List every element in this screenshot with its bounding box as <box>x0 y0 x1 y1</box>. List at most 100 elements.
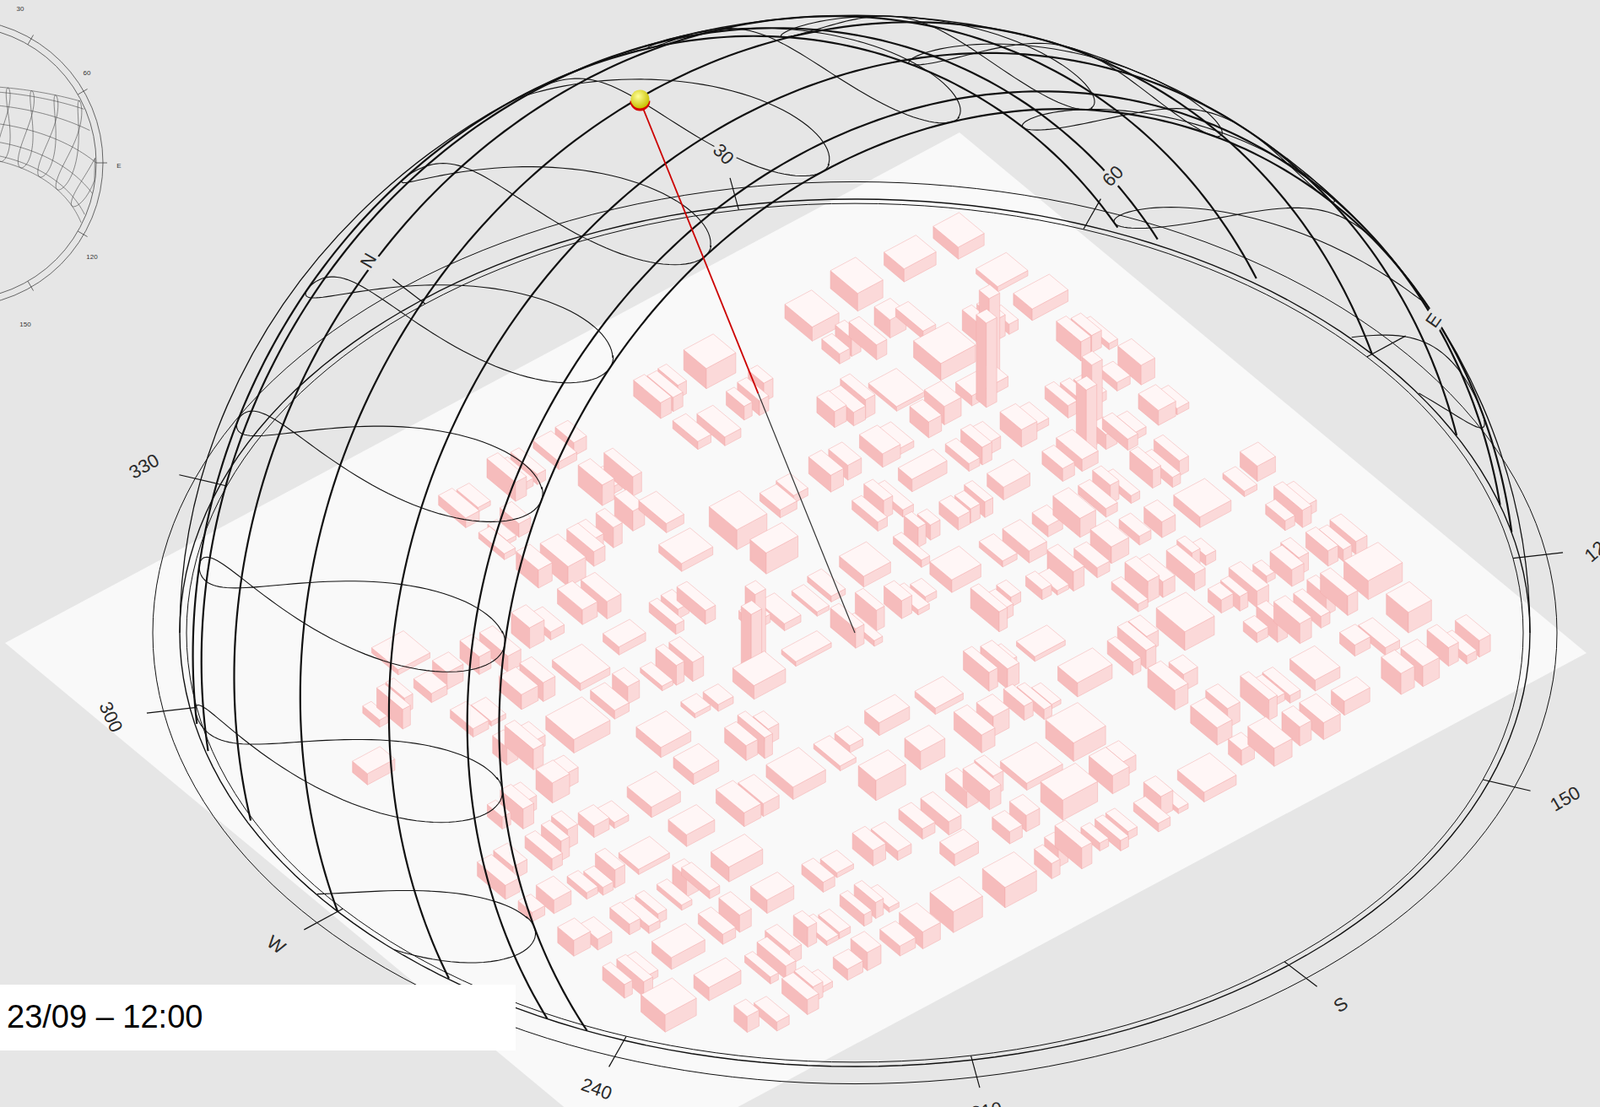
building <box>652 924 706 971</box>
building <box>744 951 779 985</box>
building <box>1381 649 1415 695</box>
inset-sun-path <box>0 90 84 109</box>
building-face <box>715 780 761 813</box>
building-face <box>1092 465 1119 486</box>
building <box>450 701 489 737</box>
building-face <box>929 876 983 912</box>
building-face <box>627 771 681 807</box>
building <box>633 374 672 419</box>
building-face <box>895 301 936 331</box>
building <box>732 651 786 700</box>
building-face <box>673 743 719 774</box>
building-face <box>693 957 741 988</box>
analemma-loop <box>780 16 1095 110</box>
building-face <box>953 704 995 736</box>
analemma-loop <box>305 276 613 384</box>
azimuth-tick <box>1513 552 1563 559</box>
building <box>1290 645 1341 692</box>
building <box>913 322 976 381</box>
building-face <box>618 836 670 870</box>
building <box>1207 582 1233 613</box>
azimuth-label: 210 <box>967 1098 1005 1107</box>
building <box>1386 581 1433 633</box>
building-face <box>813 735 856 767</box>
inset-sun-path <box>0 156 82 223</box>
building-face <box>987 459 1031 487</box>
building-face <box>748 365 773 384</box>
building <box>1100 361 1131 391</box>
azimuth-label: 120 <box>1579 529 1600 568</box>
building-face <box>839 541 892 577</box>
building-face <box>524 830 563 859</box>
building-face <box>681 693 711 714</box>
building-face <box>976 694 1010 718</box>
building-face <box>711 834 763 868</box>
inset-scale-label: 120 <box>85 254 98 261</box>
building <box>978 534 1017 568</box>
building <box>933 212 984 260</box>
building-face <box>821 333 850 354</box>
building-face <box>854 881 884 903</box>
building-face <box>638 491 685 524</box>
building-face <box>1331 676 1371 702</box>
building-face <box>864 694 910 724</box>
inset-tick <box>77 231 87 238</box>
building <box>1129 446 1162 488</box>
building-face <box>633 374 672 403</box>
building <box>754 996 790 1032</box>
daily-sun-path <box>193 36 1119 725</box>
building-face <box>897 448 947 480</box>
daily-sun-path <box>300 21 1373 912</box>
building-face <box>1320 567 1358 596</box>
building-face <box>535 760 570 784</box>
building <box>638 491 685 533</box>
building-face <box>1111 577 1148 605</box>
analemma-loop <box>195 705 503 823</box>
building-face <box>535 875 571 900</box>
building-face <box>816 390 847 412</box>
inset-sun-path <box>0 151 85 215</box>
building-face <box>1222 466 1258 492</box>
building-face <box>1118 338 1156 366</box>
building <box>1044 381 1077 418</box>
building-face <box>909 399 942 422</box>
building-face <box>929 545 981 580</box>
building-face <box>1381 649 1415 674</box>
building-face <box>750 522 799 553</box>
building-face <box>499 501 530 524</box>
building-face <box>1248 717 1292 749</box>
building <box>1053 487 1097 538</box>
building-face <box>732 651 786 687</box>
analemma-loop <box>1113 207 1424 303</box>
building <box>1000 403 1038 448</box>
building-face <box>734 999 760 1017</box>
inset-scale-label: 60 <box>82 70 92 77</box>
building <box>1016 625 1066 662</box>
building-face <box>603 619 647 648</box>
building-face <box>1009 794 1040 816</box>
building-face <box>1344 542 1403 582</box>
building <box>880 921 916 957</box>
building-face <box>808 450 844 476</box>
inset-ring <box>0 19 103 307</box>
building <box>1040 762 1098 821</box>
azimuth-tick <box>609 1036 628 1067</box>
building <box>1243 616 1269 644</box>
building-face <box>1056 316 1092 342</box>
building-face <box>1089 746 1130 776</box>
building <box>1265 499 1296 531</box>
building-face <box>880 921 916 947</box>
building-face <box>518 894 545 914</box>
city-model <box>352 212 1491 1033</box>
analemma-loop <box>518 78 829 176</box>
building-face <box>898 802 936 829</box>
building <box>976 308 997 408</box>
building-face <box>516 544 553 571</box>
building-face <box>940 829 979 855</box>
building-face <box>1058 648 1113 683</box>
building-face <box>1042 444 1075 469</box>
analemma-loop <box>317 890 528 919</box>
building-face <box>1240 442 1276 466</box>
building <box>602 962 633 999</box>
building <box>970 583 1008 633</box>
